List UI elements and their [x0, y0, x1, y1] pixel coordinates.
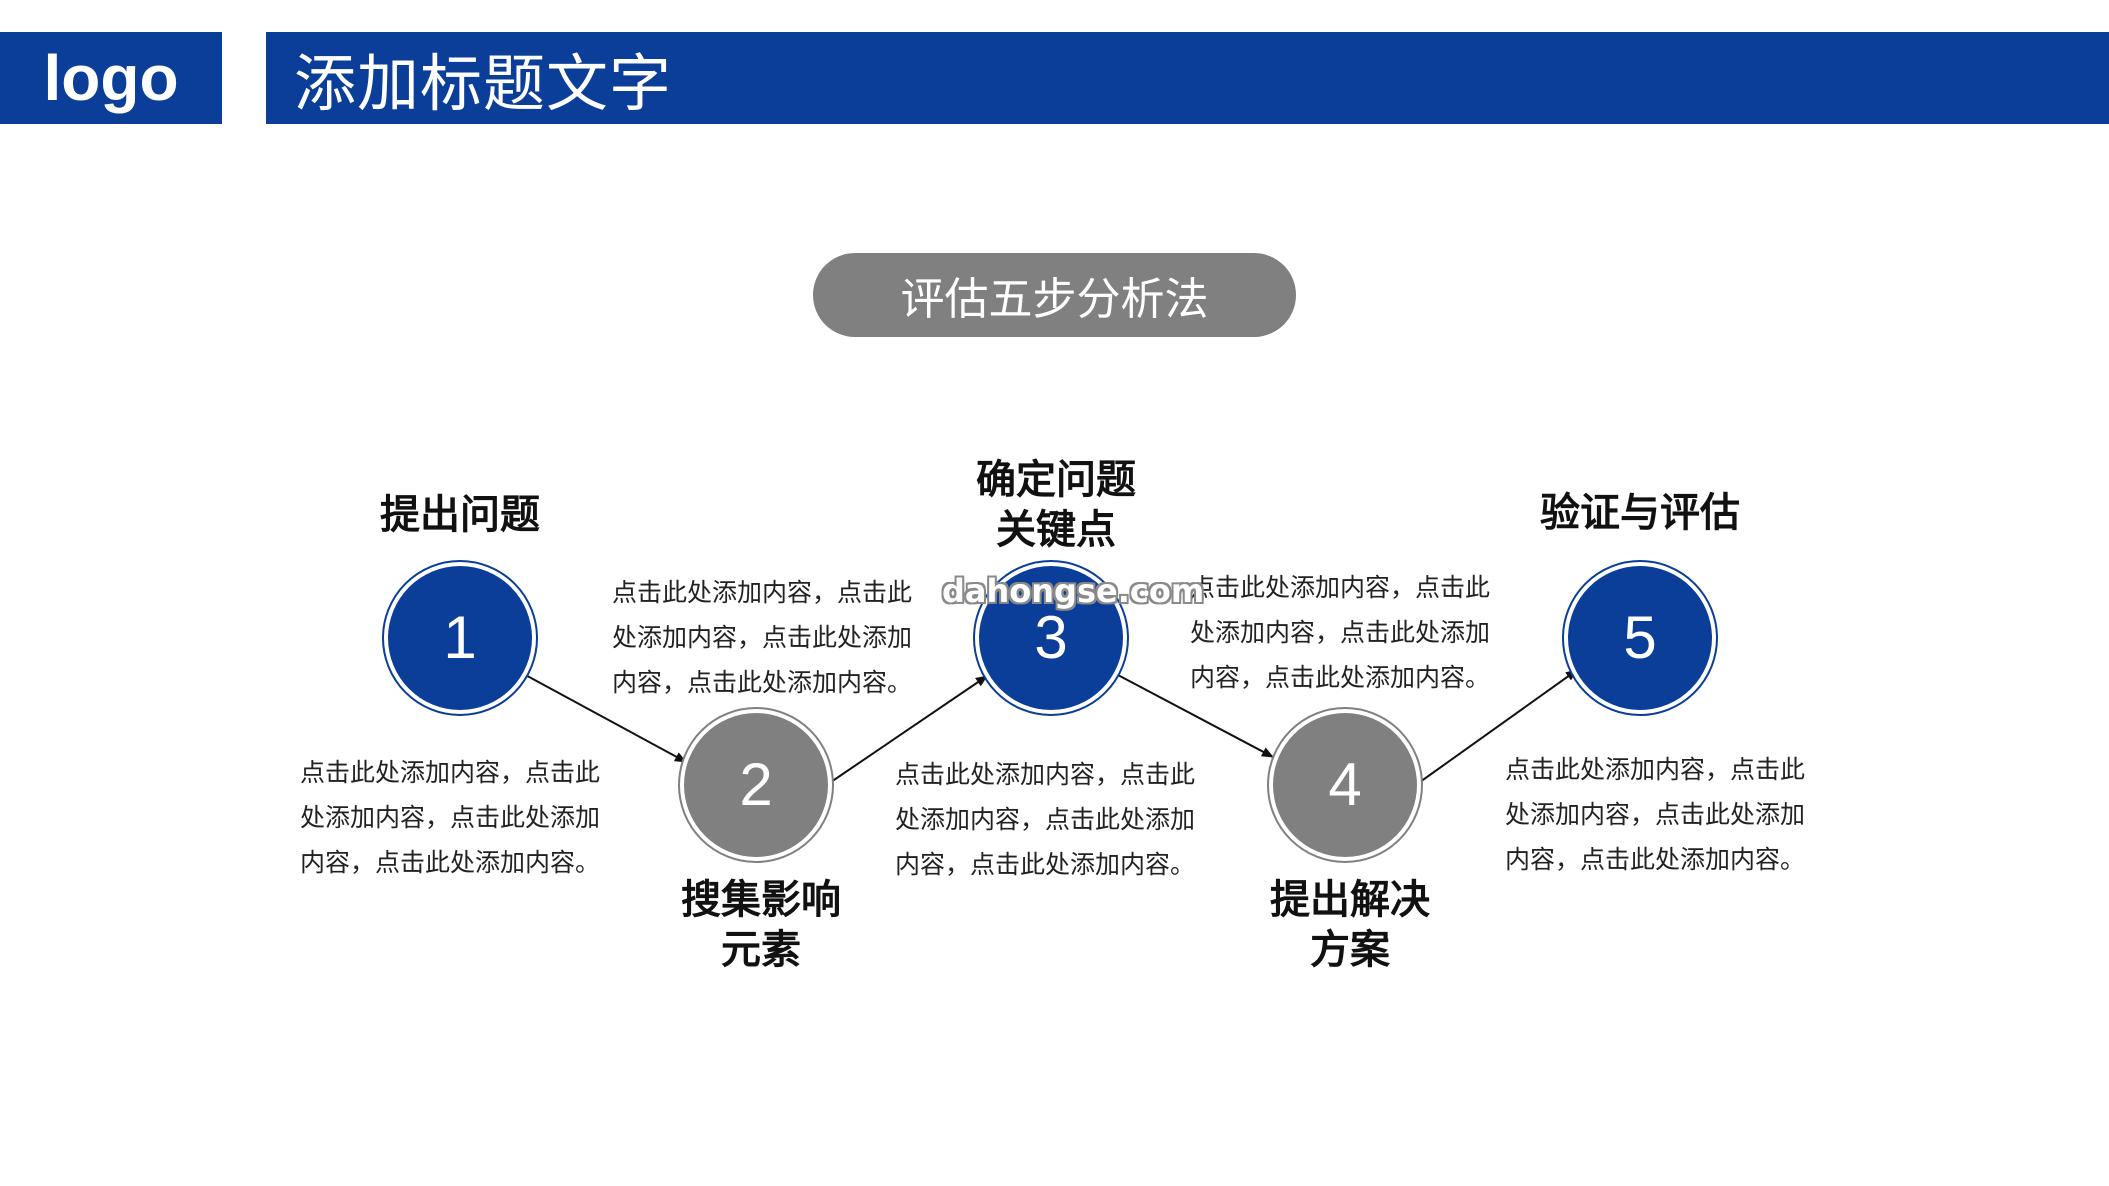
- logo: logo: [0, 32, 222, 124]
- step-2-title: 搜集影响 元素: [681, 877, 841, 973]
- step-4-description: 点击此处添加内容，点击此 处添加内容，点击此处添加 内容，点击此处添加内容。: [1190, 573, 1491, 692]
- title-bar: 添加标题文字: [266, 32, 2109, 124]
- step-5-description: 点击此处添加内容，点击此 处添加内容，点击此处添加 内容，点击此处添加内容。: [1505, 755, 1806, 874]
- step-2-circle: 2: [678, 707, 834, 863]
- step-4-circle: 4: [1267, 707, 1423, 863]
- step-5-title: 验证与评估: [1540, 490, 1740, 536]
- step-5-circle: 5: [1562, 560, 1718, 716]
- arrow-4-to-5: [1419, 669, 1578, 783]
- arrow-2-to-3: [830, 675, 988, 783]
- step-1-number: 1: [443, 604, 476, 671]
- page-title: 添加标题文字: [294, 47, 673, 120]
- step-2-description: 点击此处添加内容，点击此 处添加内容，点击此处添加 内容，点击此处添加内容。: [612, 578, 913, 697]
- step-3-description: 点击此处添加内容，点击此 处添加内容，点击此处添加 内容，点击此处添加内容。: [895, 760, 1196, 879]
- step-5-number: 5: [1623, 604, 1656, 671]
- watermark: dahongse.com: [942, 572, 1205, 610]
- step-3-title: 确定问题 关键点: [976, 457, 1136, 553]
- step-4-number: 4: [1328, 751, 1361, 818]
- step-3-circle: 3: [973, 560, 1129, 716]
- arrow-3-to-4: [1115, 673, 1274, 758]
- step-4-title: 提出解决 方案: [1270, 877, 1430, 973]
- step-3-number: 3: [1034, 604, 1067, 671]
- arrow-1-to-2: [519, 671, 687, 763]
- step-1-circle: 1: [382, 560, 538, 716]
- section-heading: 评估五步分析法: [813, 253, 1296, 337]
- step-2-number: 2: [739, 751, 772, 818]
- step-1-title: 提出问题: [380, 492, 540, 538]
- step-1-description: 点击此处添加内容，点击此 处添加内容，点击此处添加 内容，点击此处添加内容。: [300, 758, 601, 877]
